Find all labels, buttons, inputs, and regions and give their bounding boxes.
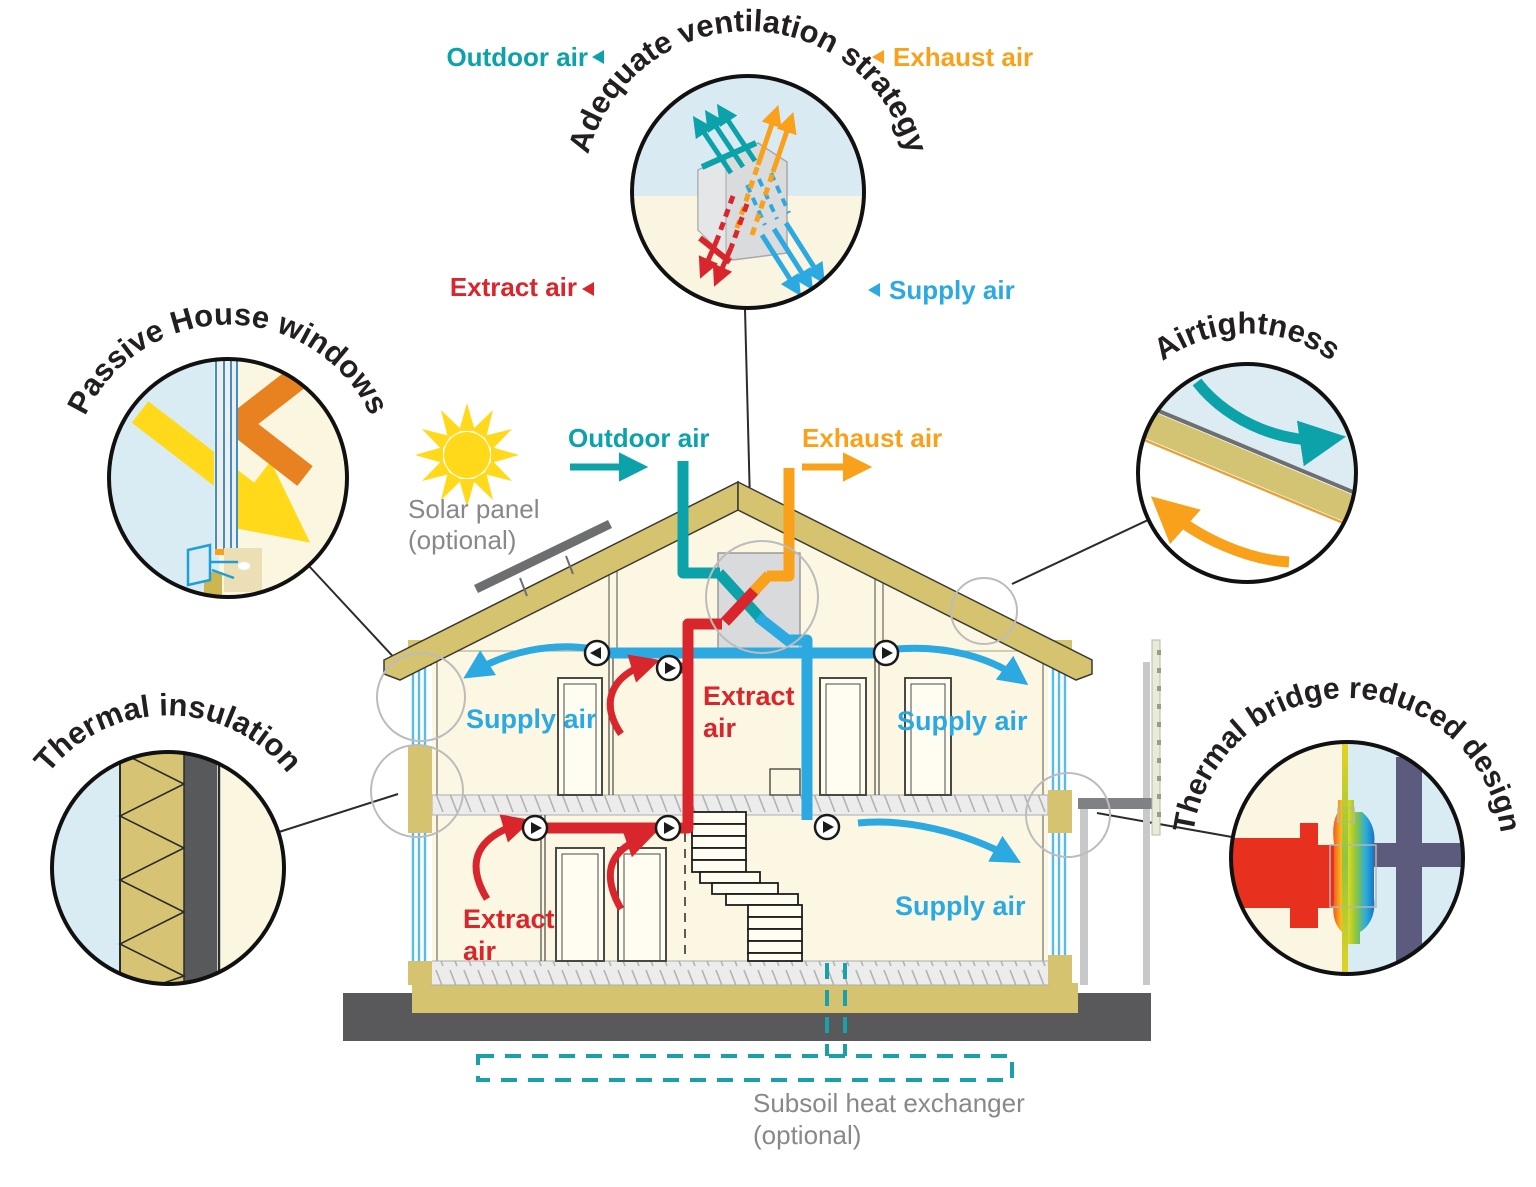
extract-flow-arrow-upper xyxy=(606,654,660,736)
balcony-post-left xyxy=(1080,809,1088,985)
supply-flow-arrow-lower xyxy=(857,818,1022,863)
balcony-floor-bar xyxy=(1078,798,1154,809)
solar-panel xyxy=(474,520,612,597)
connector-windows xyxy=(308,565,401,665)
cabinet xyxy=(769,768,801,796)
outdoor-air-duct xyxy=(677,461,720,579)
airtight-membrane xyxy=(1138,397,1356,499)
air-valves xyxy=(521,639,900,842)
label-supply-air-upper-left: Supply air xyxy=(466,704,597,734)
balcony xyxy=(1078,639,1161,985)
sun-icon xyxy=(415,403,519,507)
insulation-layer xyxy=(120,752,184,984)
air-bounce-arrow-outer xyxy=(1192,378,1346,467)
house-labels: Outdoor air Exhaust air Supply air Suppl… xyxy=(408,423,1028,1150)
supply-flow-arrow-upper-left xyxy=(463,643,594,679)
sun-ray-arrow xyxy=(131,401,311,543)
callout-thermal-bridge: Thermal bridge reduced design xyxy=(1167,672,1527,976)
callout-passive-house-windows: Passive House windows xyxy=(60,297,396,599)
legend-exhaust-air: Exhaust air xyxy=(893,42,1033,72)
supply-dashes xyxy=(745,172,791,226)
callout-airtightness: Airtightness xyxy=(1136,305,1358,584)
base-plate xyxy=(412,983,1078,1013)
balcony-post-right xyxy=(1143,662,1150,985)
heat-flow-shape xyxy=(1231,823,1338,928)
triangle-exhaust-icon xyxy=(872,50,884,64)
house-cross-section xyxy=(343,403,1161,1082)
attic-struts xyxy=(608,567,884,651)
triangle-outdoor-icon xyxy=(592,50,604,64)
outdoor-arrows xyxy=(692,103,758,175)
staircase xyxy=(691,811,803,962)
ventilation-legend: Outdoor air Exhaust air Extract air Supp… xyxy=(446,42,1033,305)
extract-flow-arrow-lower-mid xyxy=(606,829,655,911)
window-frame-detail xyxy=(186,543,262,597)
exhaust-air-duct xyxy=(749,468,795,595)
roof-section xyxy=(1138,402,1356,530)
structure-layer xyxy=(184,752,217,984)
label-supply-air-lower: Supply air xyxy=(895,891,1026,921)
supply-flow-arrow-upper-right xyxy=(895,644,1029,686)
ground-floor-slab xyxy=(429,960,1051,986)
label-solar-panel: Solar panel(optional) xyxy=(408,494,540,555)
triangle-supply-icon xyxy=(868,283,880,297)
label-exhaust-air: Exhaust air xyxy=(802,423,942,453)
label-subsoil: Subsoil heat exchanger(optional) xyxy=(753,1088,1025,1150)
supply-air-duct xyxy=(597,612,886,820)
label-supply-air-upper-right: Supply air xyxy=(897,706,1028,736)
railing-fixings xyxy=(1157,650,1161,817)
legend-outdoor-air: Outdoor air xyxy=(446,42,588,72)
label-outdoor-air: Outdoor air xyxy=(568,423,710,453)
subsoil-heat-exchanger xyxy=(476,963,1014,1082)
callout-title-airtightness: Airtightness xyxy=(1147,305,1347,367)
connector-airtightness xyxy=(1011,519,1149,585)
callout-thermal-insulation: Thermal insulation xyxy=(27,687,309,986)
connector-insulation xyxy=(278,793,399,833)
roof-right-slope xyxy=(737,480,1093,681)
exhaust-arrows xyxy=(734,105,797,236)
top-floor-partitions xyxy=(557,653,952,796)
air-bounce-arrow-inner xyxy=(1150,496,1290,568)
heat-exchanger-cube xyxy=(697,140,788,265)
triple-glazing xyxy=(214,359,238,555)
highlight-rings xyxy=(370,540,1111,858)
ventilation-system xyxy=(463,452,1029,911)
insulation-plane-line xyxy=(1342,742,1348,974)
extract-flow-arrow-lower-left xyxy=(472,814,532,901)
triangle-extract-icon xyxy=(582,282,594,296)
extract-arrows xyxy=(698,195,750,287)
balcony-railing xyxy=(1151,639,1161,836)
legend-supply-air: Supply air xyxy=(889,275,1015,305)
connector-thermal-bridge xyxy=(1096,812,1233,838)
left-wall-windows xyxy=(408,666,432,961)
supply-arrows xyxy=(759,221,825,297)
legend-extract-air: Extract air xyxy=(450,272,577,302)
callout-ventilation-strategy: Adequate ventilation strategy Outdoor ai… xyxy=(446,3,1033,310)
right-wall-windows xyxy=(1048,666,1072,955)
